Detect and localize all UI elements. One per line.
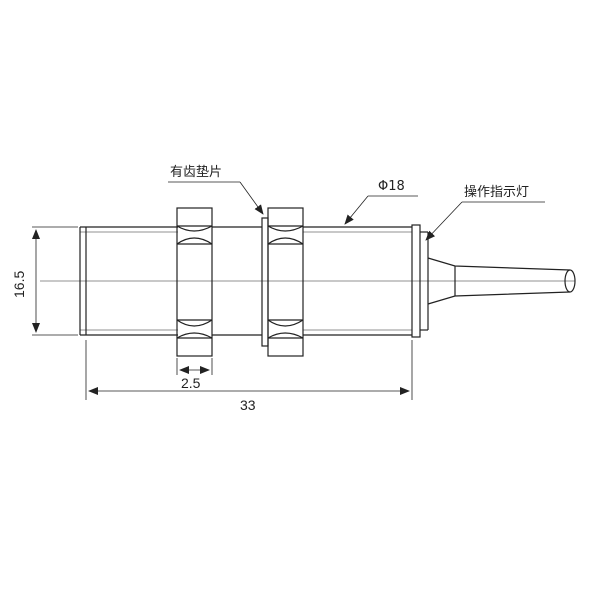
nut-right [267,207,304,357]
sensor-body-right [303,224,429,338]
leader-diameter [344,195,418,225]
leader-indicator-light [425,201,545,241]
height-dimension-label: 16.5 [11,271,27,298]
leader-toothed-washer [168,181,264,215]
washer-gap-label: 2.5 [181,375,201,391]
indicator-light-label: 操作指示灯 [464,184,529,200]
threaded-body [79,226,178,336]
total-length-label: 33 [240,397,256,413]
toothed-washer [261,217,269,347]
nut-left [176,207,213,357]
middle-body [212,226,262,336]
diameter-label: Φ18 [378,179,405,194]
cable [427,257,576,305]
toothed-washer-label: 有齿垫片 [170,164,222,180]
